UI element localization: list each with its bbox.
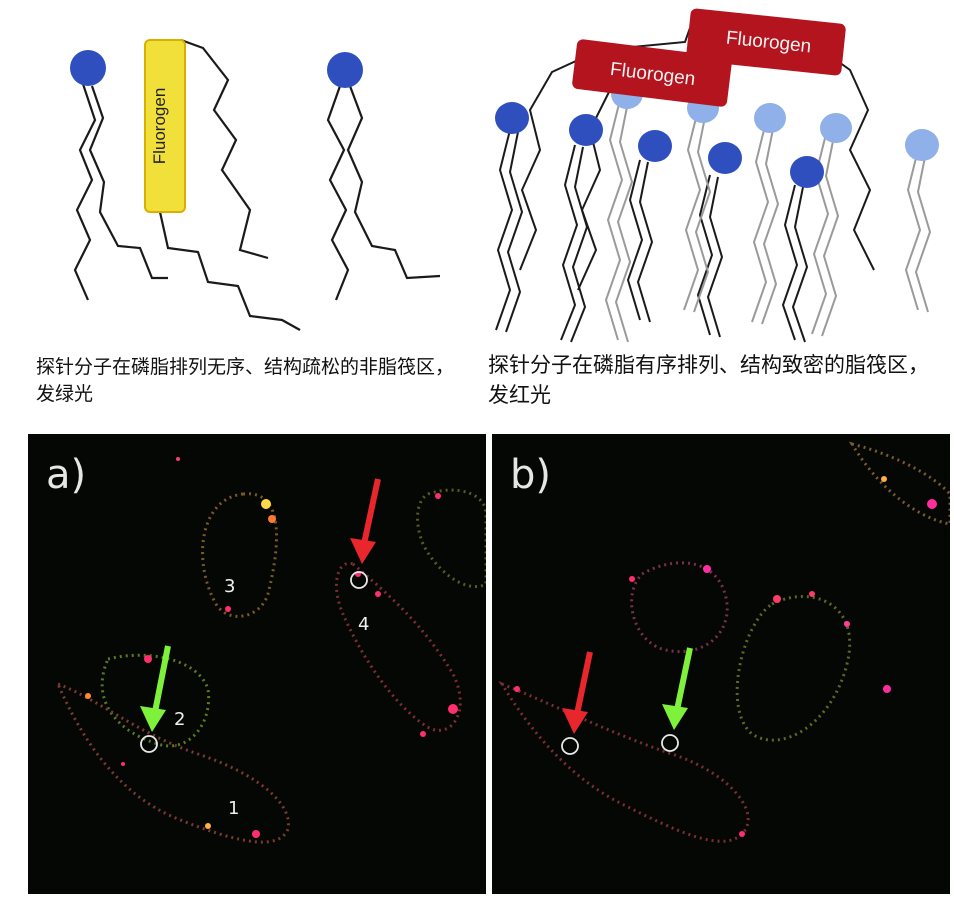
roi-circle-green: [140, 735, 158, 753]
panel-label-a: a): [46, 452, 87, 498]
micrograph-b: b): [492, 434, 950, 894]
disordered-membrane-diagram: Fluorogen: [70, 38, 441, 331]
cell-puncta: [85, 457, 458, 838]
right-caption: 探针分子在磷脂有序排列、结构致密的脂筏区，发红光: [488, 353, 929, 407]
fluorogen-probe-red-front: [572, 39, 732, 107]
green-arrow: [662, 647, 693, 730]
micrograph-a: a) 3 4 2 1: [28, 434, 486, 894]
lipid-head-1: [70, 50, 106, 86]
roi-circle-green: [661, 734, 679, 752]
cell-label-2: 2: [174, 709, 186, 730]
cell-puncta: [514, 476, 937, 837]
roi-circle-red: [561, 737, 579, 755]
red-arrow: [562, 651, 593, 734]
fluorogen-probe-yellow: [144, 39, 186, 213]
lipid-head-2: [327, 52, 363, 88]
ordered-membrane-diagram: Fluorogen Fluorogen: [495, 8, 939, 343]
green-arrow: [140, 645, 171, 732]
probe-label-left: Fluorogen: [150, 88, 169, 165]
cell-label-3: 3: [224, 576, 236, 597]
roi-circle-red: [350, 571, 368, 589]
cell-label-1: 1: [228, 798, 240, 819]
red-arrow: [350, 478, 381, 564]
cell-label-4: 4: [358, 614, 370, 635]
left-caption: 探针分子在磷脂排列无序、结构疏松的非脂筏区，发绿光: [36, 356, 455, 405]
lipid-heads-dark: [495, 102, 824, 188]
panel-label-b: b): [510, 452, 551, 498]
